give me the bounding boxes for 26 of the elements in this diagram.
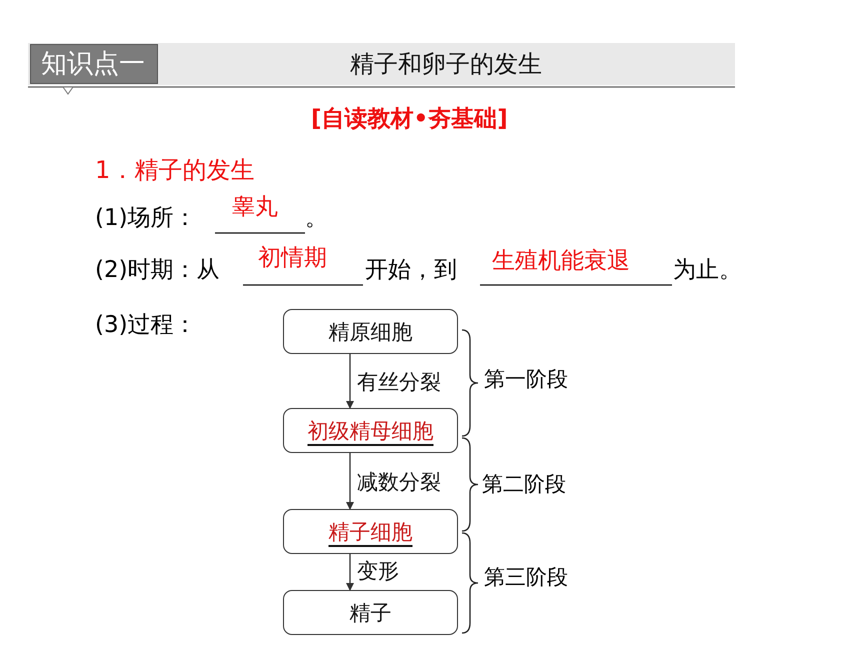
question-text: 为止。 [673, 259, 742, 282]
answer-text: 初情期 [258, 247, 327, 270]
edge-label: 变形 [357, 561, 399, 582]
arrow [346, 453, 354, 510]
edge-label: 减数分裂 [357, 472, 441, 493]
question-text: 。 [305, 207, 328, 230]
edge-label: 有丝分裂 [357, 372, 441, 393]
question-text: (3)过程： [95, 314, 197, 337]
stage-label: 第二阶段 [482, 474, 566, 495]
arrow [346, 354, 354, 409]
answer-text: 生殖机能衰退 [492, 250, 630, 273]
process-box: 精子细胞 [283, 509, 458, 554]
question-text: (1)场所： [95, 207, 197, 230]
process-box: 初级精母细胞 [283, 408, 458, 453]
page-title: 精子和卵子的发生 [350, 52, 542, 76]
process-box: 精子 [283, 590, 458, 635]
arrow [346, 554, 354, 591]
stage-label: 第三阶段 [484, 567, 568, 588]
section-heading: 1．精子的发生 [95, 158, 254, 182]
stage-label: 第一阶段 [484, 369, 568, 390]
section-tag: 知识点一 [30, 44, 158, 84]
subheading: [自读教材•夯基础] [311, 108, 508, 131]
question-text: 开始，到 [365, 259, 457, 282]
answer-text: 睾丸 [232, 196, 278, 219]
question-text: (2)时期：从 [95, 259, 220, 282]
process-box: 精原细胞 [283, 309, 458, 354]
